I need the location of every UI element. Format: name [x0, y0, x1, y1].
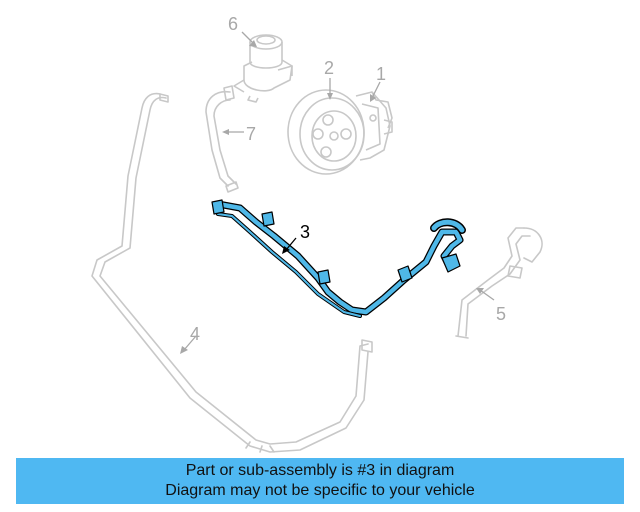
leader-1 — [371, 81, 381, 99]
part-7-hose — [205, 85, 239, 193]
callout-7: 7 — [246, 124, 256, 144]
callout-3: 3 — [300, 222, 310, 242]
callout-4: 4 — [190, 324, 200, 344]
leader-6 — [241, 31, 255, 45]
banner-line-2: Diagram may not be specific to your vehi… — [165, 482, 475, 499]
callout-6: 6 — [228, 14, 238, 34]
part-3-pressure-hose — [211, 199, 466, 318]
callout-5: 5 — [496, 304, 506, 324]
callout-1: 1 — [376, 64, 386, 84]
leader-4 — [183, 335, 197, 351]
arrowheads — [180, 40, 484, 354]
leader-3 — [285, 237, 297, 251]
leader-5 — [479, 289, 495, 301]
banner-line-1: Part or sub-assembly is #3 in diagram — [185, 462, 455, 479]
part-2-pulley — [287, 89, 365, 175]
part-4-return-hose — [91, 92, 373, 453]
part-5-hose — [455, 227, 543, 339]
disclaimer-banner: Part or sub-assembly is #3 in diagram Di… — [16, 458, 624, 504]
part-6-reservoir — [233, 34, 293, 103]
callout-2: 2 — [324, 58, 334, 78]
